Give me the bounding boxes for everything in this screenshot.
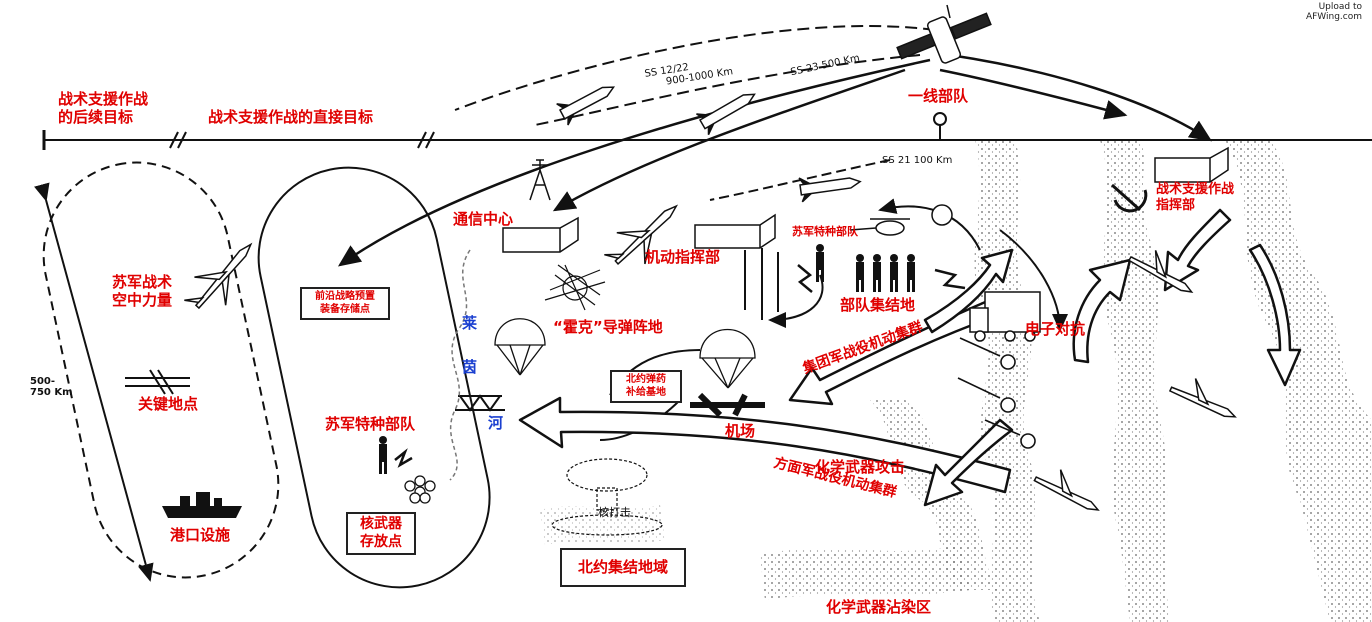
satellite-icon: [896, 4, 992, 64]
tac-hq-line-1: 战术支援作战: [1156, 182, 1235, 197]
spetsnaz-left-label: 苏军特种部队: [325, 415, 416, 433]
army-group-arrow: [788, 298, 998, 406]
ss21-label: SS 21 100 Km: [882, 155, 953, 166]
front-group-arrow: [518, 396, 1012, 494]
nato-ammo-line-1: 北约弹药: [626, 374, 666, 385]
range-line-2: 750 Km: [30, 387, 73, 398]
nuke-storage-line-2: 存放点: [360, 533, 402, 550]
hawk-site-icon: [544, 264, 606, 311]
key-point-icon: [125, 369, 190, 395]
ss23-trajectory: [534, 54, 921, 126]
artillery-icon: [957, 337, 1036, 449]
building-icon: [502, 146, 1229, 253]
front-units-marker: [933, 112, 947, 140]
nato-assembly-box: 北约集结地域: [560, 548, 686, 587]
spetsnaz-top-label: 苏军特种部队: [792, 225, 858, 238]
watermark: Upload to AFWing.com: [1306, 2, 1362, 23]
tac-hq-label: 战术支援作战 指挥部: [1156, 182, 1234, 213]
troop-assembly-label: 部队集结地: [840, 296, 916, 314]
rhine-char-1: 莱: [462, 314, 478, 332]
nuke-storage-box: 核武器 存放点: [346, 512, 416, 555]
parachute-icon: [494, 318, 756, 389]
followon-line-1: 战术支援作战: [58, 90, 149, 108]
mobile-hq-label: 机动指挥部: [645, 248, 721, 266]
watermark-line-2: AFWing.com: [1305, 12, 1362, 23]
ship-icon: [162, 492, 242, 518]
hawk-site-label: “霍克”导弹阵地: [553, 318, 663, 336]
hammer-sickle-icon: [1111, 183, 1148, 213]
bridge-icon: [455, 394, 505, 412]
ss12-trajectory: [454, 25, 936, 111]
comm-center-label: 通信中心: [453, 210, 514, 228]
soldier-icon: [379, 244, 915, 474]
break-marks: [169, 131, 435, 149]
storage-box: 前沿战略预置 装备存储点: [300, 287, 390, 320]
port-label: 港口设施: [170, 526, 231, 544]
antenna-icon: [744, 248, 779, 320]
nuclear-strike-label: 核打击: [598, 506, 631, 519]
air-power-label: 苏军战术 空中力量: [112, 273, 172, 309]
watermark-line-1: Upload to: [1318, 2, 1362, 12]
followon-targets-title: 战术支援作战 的后续目标: [58, 90, 148, 126]
lightning-icon: [394, 264, 966, 468]
front-units-label: 一线部队: [908, 87, 969, 105]
rhine-char-2: 茵: [462, 358, 478, 376]
range-label: 500- 750 Km: [30, 376, 73, 398]
radar-icon: [931, 204, 953, 226]
key-point-label: 关键地点: [138, 395, 199, 413]
direct-targets-title: 战术支援作战的直接目标: [208, 108, 374, 126]
nato-ammo-line-2: 补给基地: [626, 386, 666, 398]
missile-icon: [556, 86, 862, 203]
followon-zone: [42, 161, 280, 579]
storage-line-2: 装备存储点: [320, 303, 370, 315]
range-arrow: [34, 182, 154, 582]
air-power-line-1: 苏军战术: [112, 273, 173, 291]
nuke-storage-line-1: 核武器: [360, 516, 402, 532]
storage-line-1: 前沿战略预置: [315, 291, 375, 302]
airfield-icon: [690, 392, 765, 418]
rhine-char-3: 河: [488, 414, 504, 432]
followon-line-2: 的后续目标: [58, 108, 134, 126]
rhine-river: [449, 249, 471, 481]
truck-icon: [969, 291, 1041, 342]
chem-zone-label: 化学武器沾染区: [826, 598, 932, 616]
nuclear-warhead-icon: [404, 475, 436, 504]
airfield-label: 机场: [725, 422, 756, 440]
tac-hq-line-2: 指挥部: [1156, 197, 1196, 213]
nato-ammo-box: 北约弹药 补给基地: [610, 370, 682, 403]
jet-icon: [184, 204, 1237, 511]
ew-label: 电子对抗: [1025, 320, 1086, 338]
direct-zone: [257, 166, 491, 589]
helicopter-icon: [849, 218, 910, 236]
air-power-line-2: 空中力量: [112, 291, 173, 309]
chem-attack-label: 化学武器攻击: [815, 458, 906, 476]
range-line-1: 500-: [30, 376, 56, 387]
mushroom-cloud-icon: [551, 458, 663, 536]
